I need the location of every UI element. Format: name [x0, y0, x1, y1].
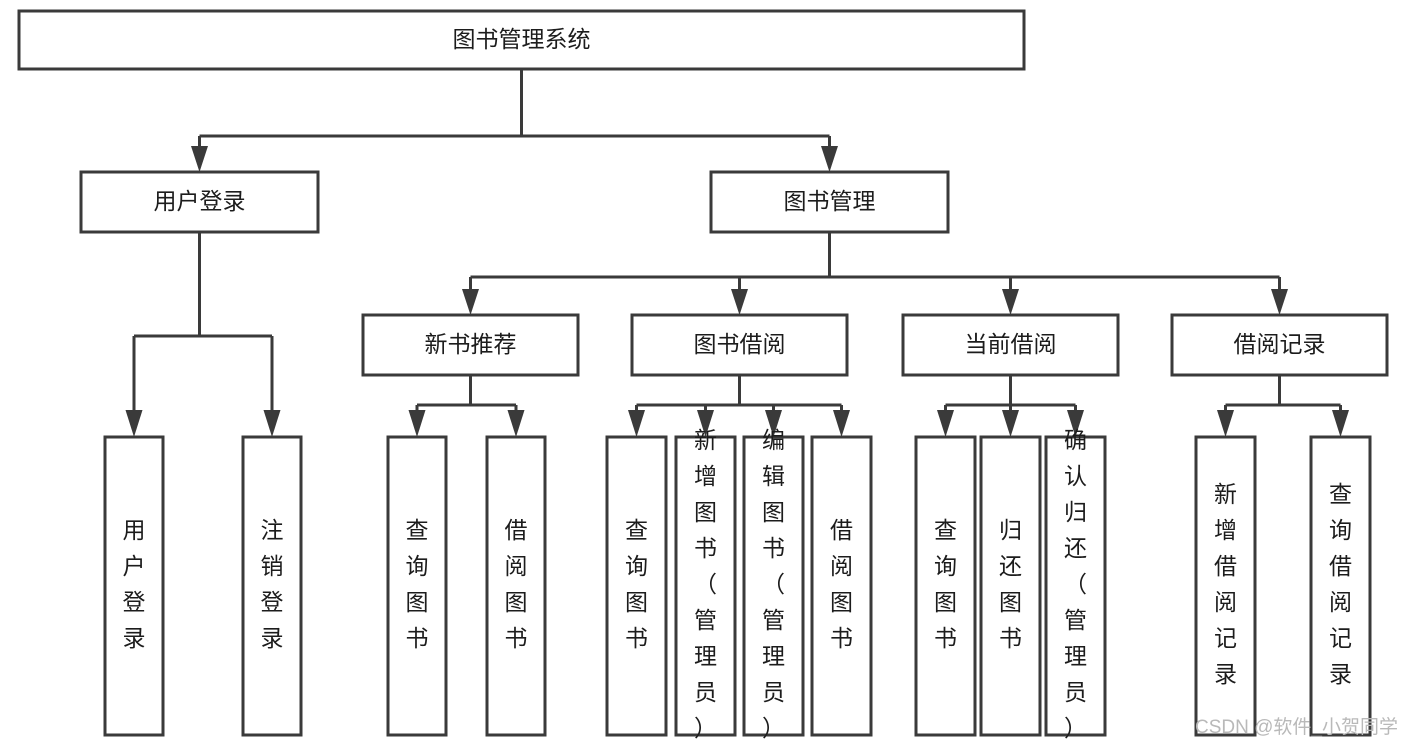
arrow-head-leaf-borrow-book [833, 410, 850, 437]
node-leaf-borrow-book-rec[interactable]: 借阅图书 [485, 435, 547, 737]
node-root[interactable]: 图书管理系统 [17, 9, 1026, 71]
node-leaf-return-book-label: 归还图书 [999, 517, 1022, 651]
node-leaf-query-book-rec-label: 查询图书 [406, 517, 429, 651]
arrow-head-leaf-add-book-admin [697, 410, 714, 437]
node-user-login[interactable]: 用户登录 [79, 170, 320, 234]
node-leaf-edit-book-admin[interactable]: 编辑图书（管理员） [742, 427, 805, 741]
node-book-borrow[interactable]: 图书借阅 [630, 313, 849, 377]
arrow-head-leaf-edit-book-admin [765, 410, 782, 437]
node-leaf-query-book-current-label: 查询图书 [934, 517, 957, 651]
arrow-head-leaf-add-borrow-record [1217, 410, 1234, 437]
node-borrow-records-box[interactable] [1170, 313, 1389, 377]
arrow-head-leaf-borrow-book-rec [507, 410, 525, 437]
node-current-borrow-label: 当前借阅 [965, 331, 1057, 357]
node-leaf-confirm-return-admin-box[interactable] [1044, 435, 1107, 737]
node-root-label: 图书管理系统 [453, 26, 591, 52]
arrow-head-leaf-query-book-current [937, 410, 954, 437]
arrow-head-book-borrow [731, 289, 748, 315]
node-leaf-user-login-label: 用户登录 [123, 517, 146, 651]
node-leaf-add-borrow-record-label: 新增借阅记录 [1214, 481, 1237, 687]
node-borrow-records[interactable]: 借阅记录 [1170, 313, 1389, 377]
node-leaf-user-login[interactable]: 用户登录 [103, 435, 165, 737]
node-leaf-logout-box[interactable] [241, 435, 303, 737]
node-leaf-query-book-rec-box[interactable] [386, 435, 448, 737]
node-leaf-add-book-admin-box[interactable] [674, 435, 737, 737]
node-new-book-recommend-box[interactable] [361, 313, 580, 377]
arrow-head-leaf-query-book-rec [408, 410, 426, 437]
node-leaf-query-book-borrow-label: 查询图书 [625, 517, 648, 651]
node-leaf-query-book-borrow-box[interactable] [605, 435, 668, 737]
node-leaf-query-borrow-record[interactable]: 查询借阅记录 [1309, 435, 1372, 737]
node-book-borrow-box[interactable] [630, 313, 849, 377]
arrow-head-leaf-user-login [125, 410, 143, 437]
node-leaf-query-borrow-record-box[interactable] [1309, 435, 1372, 737]
node-leaf-query-book-current[interactable]: 查询图书 [914, 435, 977, 737]
node-book-management[interactable]: 图书管理 [709, 170, 950, 234]
arrow-head-leaf-query-borrow-record [1332, 410, 1349, 437]
node-book-management-label: 图书管理 [784, 188, 876, 214]
node-leaf-borrow-book[interactable]: 借阅图书 [810, 435, 873, 737]
node-leaf-query-book-current-box[interactable] [914, 435, 977, 737]
node-leaf-logout[interactable]: 注销登录 [241, 435, 303, 737]
node-leaf-add-borrow-record-box[interactable] [1194, 435, 1257, 737]
arrow-head-current-borrow [1002, 289, 1019, 315]
arrow-head-book-management [821, 146, 838, 172]
node-leaf-add-book-admin-label: 新增图书（管理员） [694, 427, 717, 741]
node-leaf-edit-book-admin-box[interactable] [742, 435, 805, 737]
node-leaf-borrow-book-rec-box[interactable] [485, 435, 547, 737]
arrow-head-leaf-logout [263, 410, 281, 437]
node-leaf-edit-book-admin-label: 编辑图书（管理员） [762, 427, 785, 741]
node-leaf-return-book[interactable]: 归还图书 [979, 435, 1042, 737]
node-leaf-borrow-book-rec-label: 借阅图书 [505, 517, 528, 651]
node-book-borrow-label: 图书借阅 [694, 331, 786, 357]
node-leaf-query-book-rec[interactable]: 查询图书 [386, 435, 448, 737]
node-leaf-user-login-box[interactable] [103, 435, 165, 737]
node-borrow-records-label: 借阅记录 [1234, 331, 1326, 357]
node-user-login-label: 用户登录 [154, 188, 246, 214]
node-leaf-query-book-borrow[interactable]: 查询图书 [605, 435, 668, 737]
node-leaf-add-book-admin[interactable]: 新增图书（管理员） [674, 427, 737, 741]
arrow-head-borrow-records [1271, 289, 1288, 315]
node-leaf-confirm-return-admin[interactable]: 确认归还（管理员） [1044, 427, 1107, 741]
csdn-watermark: CSDN @软件_小贺同学 [1195, 716, 1398, 738]
node-current-borrow[interactable]: 当前借阅 [901, 313, 1120, 377]
node-leaf-logout-label: 注销登录 [261, 517, 284, 651]
arrow-head-new-book-recommend [462, 289, 479, 315]
node-leaf-borrow-book-box[interactable] [810, 435, 873, 737]
arrow-head-leaf-confirm-return-admin [1067, 410, 1084, 437]
connector-layer [125, 69, 1349, 437]
arrow-head-user-login [191, 146, 208, 172]
arrow-head-leaf-return-book [1002, 410, 1019, 437]
node-new-book-recommend[interactable]: 新书推荐 [361, 313, 580, 377]
node-leaf-query-borrow-record-label: 查询借阅记录 [1329, 481, 1352, 687]
node-root-box[interactable] [17, 9, 1026, 71]
node-leaf-confirm-return-admin-label: 确认归还（管理员） [1064, 427, 1087, 741]
node-leaf-return-book-box[interactable] [979, 435, 1042, 737]
node-leaf-add-borrow-record[interactable]: 新增借阅记录 [1194, 435, 1257, 737]
node-leaf-borrow-book-label: 借阅图书 [830, 517, 853, 651]
node-user-login-box[interactable] [79, 170, 320, 234]
arrow-head-leaf-query-book-borrow [628, 410, 645, 437]
node-book-management-box[interactable] [709, 170, 950, 234]
node-current-borrow-box[interactable] [901, 313, 1120, 377]
node-new-book-recommend-label: 新书推荐 [425, 331, 517, 357]
